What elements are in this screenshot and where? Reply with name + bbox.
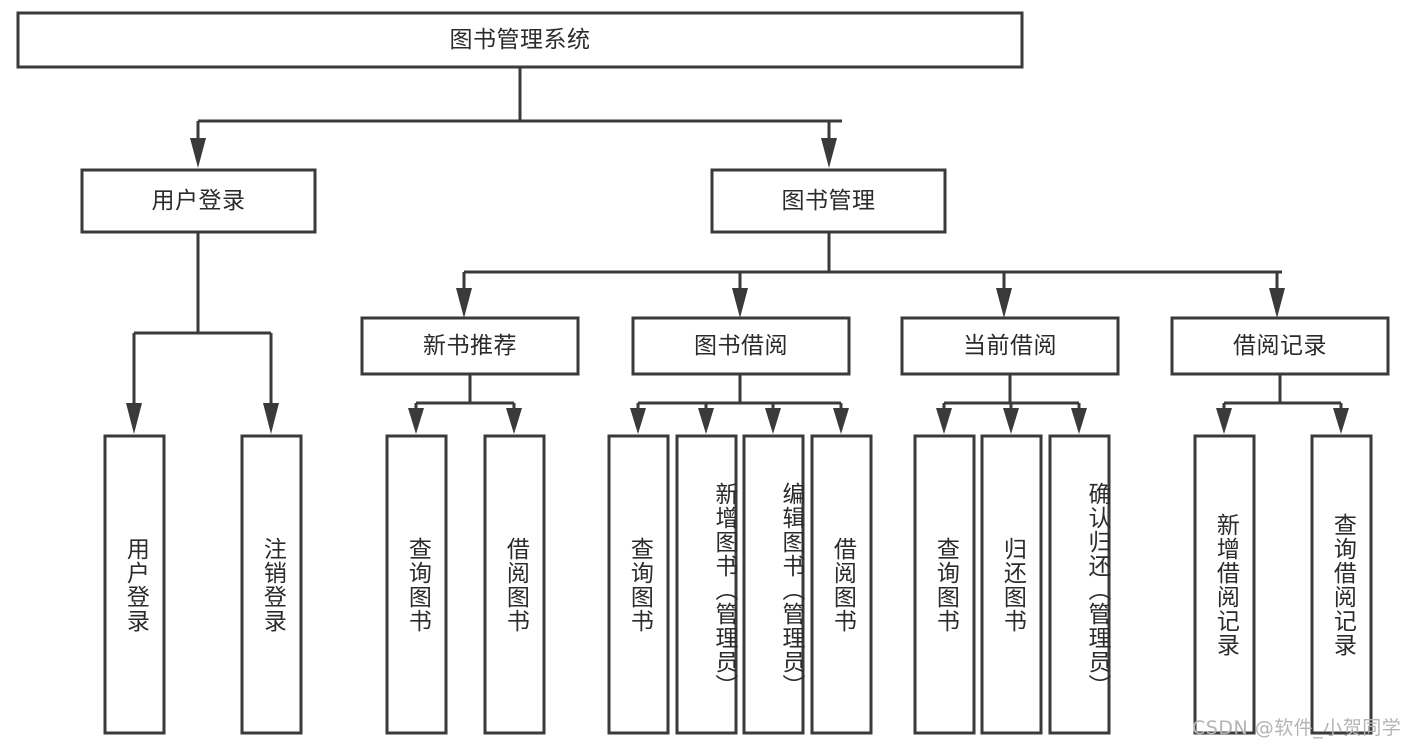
node-user-login-box[interactable]	[80, 168, 317, 234]
leaf-box-user-login-1[interactable]	[103, 434, 166, 735]
arrowhead-root-to-book-mgmt	[821, 138, 837, 168]
leaf-box-current-borrow-3[interactable]	[1048, 434, 1111, 735]
leaf-box-book-borrow-3[interactable]	[742, 434, 805, 735]
arrowhead-to-book-borrow	[732, 288, 748, 318]
leaf-box-borrow-record-1[interactable]	[1193, 434, 1256, 735]
node-borrow-record-box[interactable]	[1170, 316, 1390, 376]
arrowhead-user-login-leaf-2	[263, 403, 279, 434]
node-book-borrow-box[interactable]	[631, 316, 851, 376]
arrowhead-current-borrow-leaf-1	[936, 408, 952, 434]
arrowhead-current-borrow-leaf-2	[1003, 408, 1019, 434]
leaf-box-new-book-rec-2[interactable]	[483, 434, 546, 735]
leaf-box-current-borrow-1[interactable]	[913, 434, 976, 735]
leaf-box-user-login-2[interactable]	[240, 434, 303, 735]
arrowhead-to-new-book-rec	[456, 288, 472, 318]
arrowhead-borrow-record-leaf-1	[1216, 408, 1232, 434]
leaf-box-book-borrow-4[interactable]	[810, 434, 873, 735]
leaf-box-current-borrow-2[interactable]	[980, 434, 1043, 735]
leaf-box-borrow-record-2[interactable]	[1310, 434, 1373, 735]
arrowhead-current-borrow-leaf-3	[1071, 408, 1087, 434]
arrowhead-new-book-rec-leaf-2	[506, 408, 522, 434]
arrowhead-user-login-leaf-1	[126, 403, 142, 434]
arrowhead-root-to-user-login	[190, 138, 206, 168]
arrowhead-book-borrow-leaf-1	[630, 408, 646, 434]
arrowhead-book-borrow-leaf-3	[765, 408, 781, 434]
arrowhead-new-book-rec-leaf-1	[408, 408, 424, 434]
arrowhead-to-current-borrow	[996, 288, 1012, 318]
arrowhead-borrow-record-leaf-2	[1333, 408, 1349, 434]
node-new-book-rec-box[interactable]	[360, 316, 580, 376]
arrowhead-to-borrow-record	[1269, 288, 1285, 318]
node-book-mgmt-box[interactable]	[710, 168, 947, 234]
node-current-borrow-box[interactable]	[900, 316, 1120, 376]
arrowhead-book-borrow-leaf-4	[833, 408, 849, 434]
arrowhead-book-borrow-leaf-2	[698, 408, 714, 434]
leaf-box-book-borrow-1[interactable]	[607, 434, 670, 735]
leaf-box-new-book-rec-1[interactable]	[385, 434, 448, 735]
leaf-box-book-borrow-2[interactable]	[675, 434, 738, 735]
node-root-box[interactable]	[16, 11, 1024, 69]
